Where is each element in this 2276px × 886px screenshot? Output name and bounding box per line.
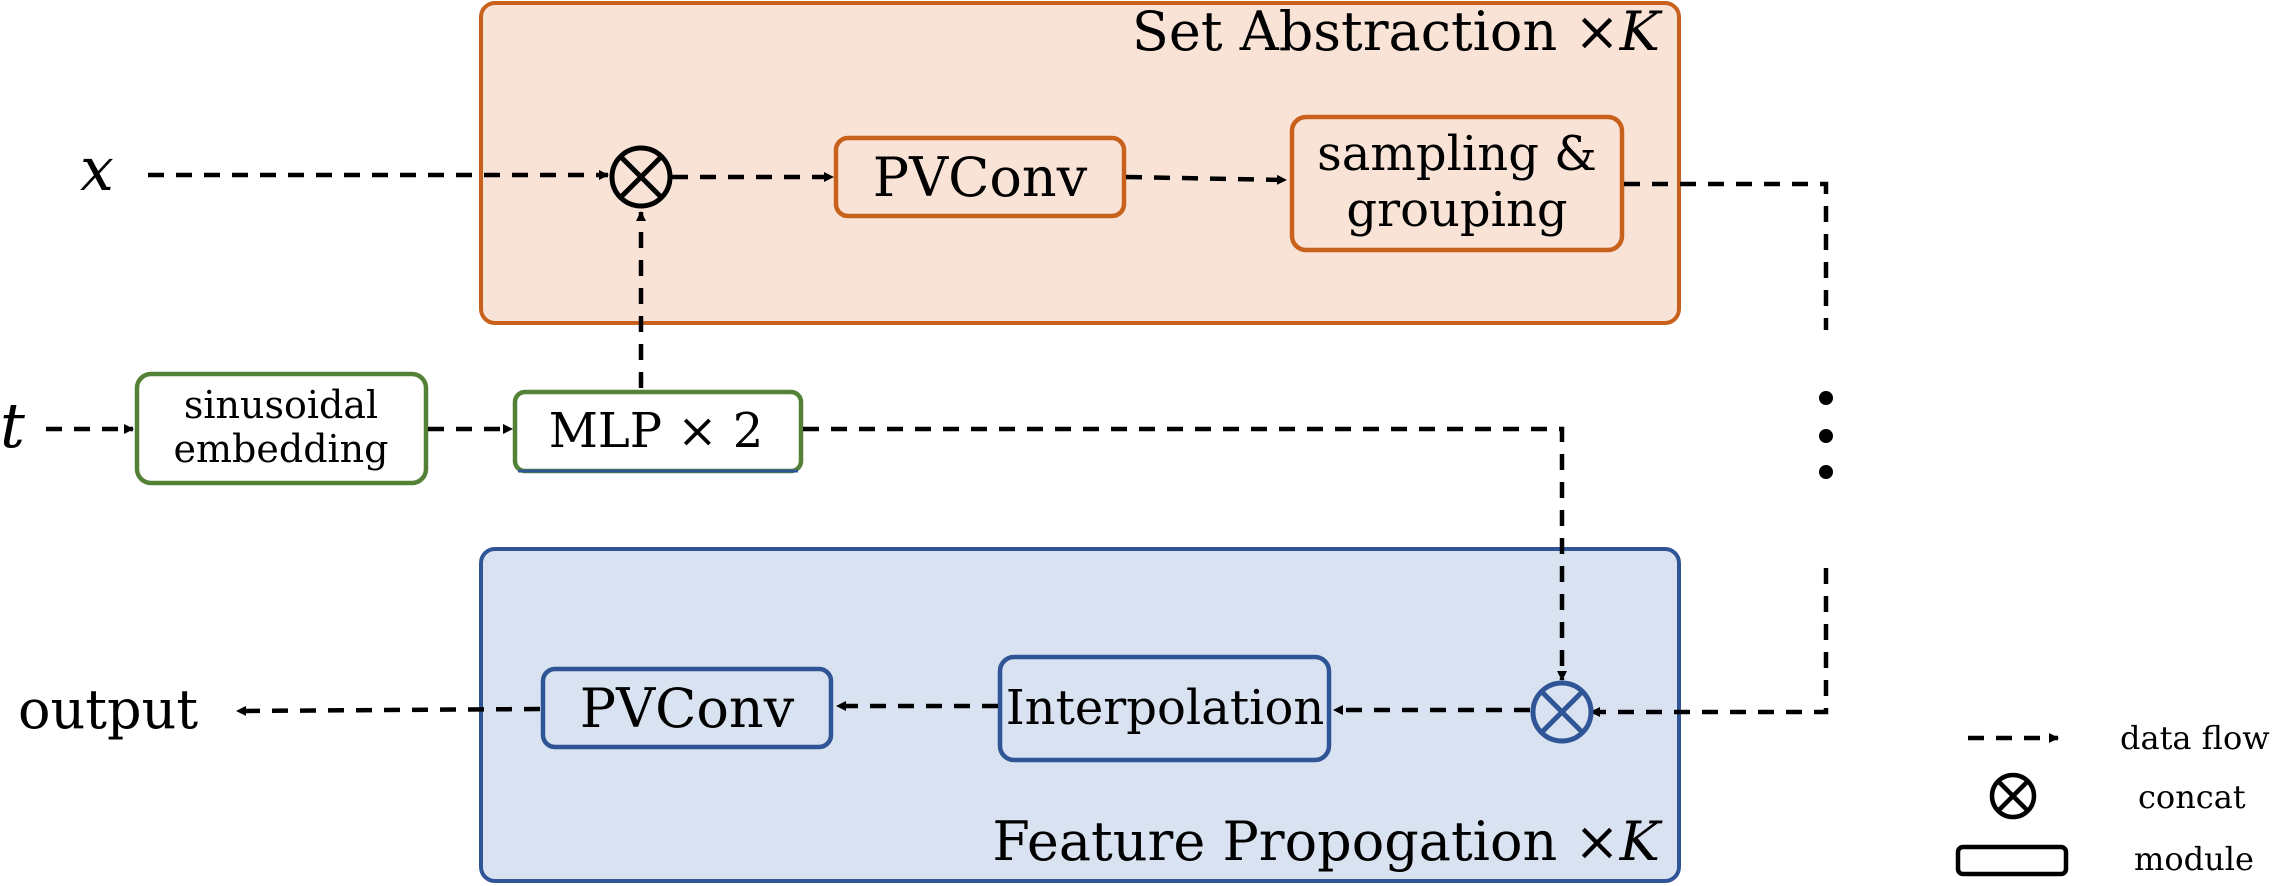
concat-icon-bottom — [1530, 680, 1594, 744]
mlp-label: MLP × 2 — [549, 403, 764, 459]
output-label: output — [18, 678, 198, 741]
pvconv-module-bottom — [540, 666, 834, 750]
sampling-label-line2: grouping — [1346, 182, 1567, 238]
legend-concat-icon — [1989, 772, 2037, 820]
sampling-grouping-module — [1289, 114, 1625, 253]
pvconv-top-label: PVConv — [873, 146, 1088, 209]
legend: data flow concat module — [1955, 719, 2270, 878]
legend-concat-label: concat — [2138, 778, 2246, 816]
pvconv-bottom-label: PVConv — [580, 677, 795, 740]
interpolation-label: Interpolation — [1006, 680, 1325, 736]
flow-skip-down-lower — [1590, 568, 1829, 717]
flow-pvconv-to-output — [236, 705, 541, 716]
input-t-label: t — [0, 389, 25, 462]
interpolation-module — [997, 654, 1332, 763]
legend-module-icon — [1955, 844, 2069, 877]
legend-data-flow-label: data flow — [2120, 719, 2270, 757]
ellipsis-dots — [1819, 391, 1833, 479]
set-abstraction-title: Set Abstraction ×K — [1132, 0, 1663, 63]
flow-mlp-to-bottom-concat — [803, 426, 1567, 681]
flow-skip-down-upper — [1624, 181, 1829, 330]
pvconv-module-top — [833, 135, 1127, 219]
set-abstraction-block — [479, 1, 1681, 325]
feature-propagation-block — [479, 547, 1681, 883]
feature-propagation-title: Feature Propogation ×K — [992, 810, 1662, 873]
sinusoidal-embedding-module — [134, 371, 429, 486]
embedding-label-line2: embedding — [174, 427, 389, 471]
concat-icon — [609, 145, 673, 209]
sampling-label-line1: sampling & — [1317, 126, 1597, 182]
input-x-label: x — [80, 135, 114, 205]
legend-module-label: module — [2134, 840, 2254, 878]
embedding-label-line1: sinusoidal — [184, 383, 378, 427]
